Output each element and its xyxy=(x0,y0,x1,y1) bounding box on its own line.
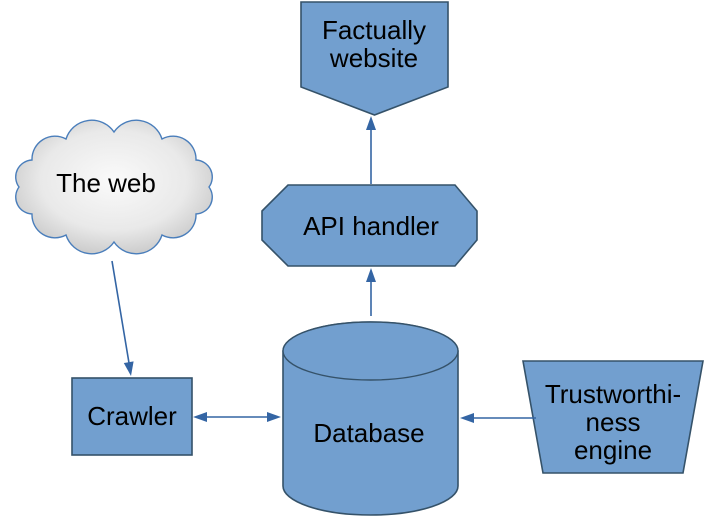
cylinder-top-database xyxy=(282,321,459,381)
arrow-database-to-api xyxy=(366,268,376,316)
arrow-api-to-website xyxy=(366,116,376,184)
arrow-web-to-crawler xyxy=(111,260,134,376)
pentagon-shape-factually-website xyxy=(300,1,449,116)
arrow-trust-to-database xyxy=(460,413,536,423)
octagon-shape-api-handler xyxy=(261,184,478,267)
arrow-crawler-database-bidirectional xyxy=(193,412,281,422)
rectangle-shape-crawler xyxy=(71,377,193,456)
cloud-shape-the-web xyxy=(15,119,213,255)
trapezoid-shape-trustworthiness-engine xyxy=(522,360,704,474)
